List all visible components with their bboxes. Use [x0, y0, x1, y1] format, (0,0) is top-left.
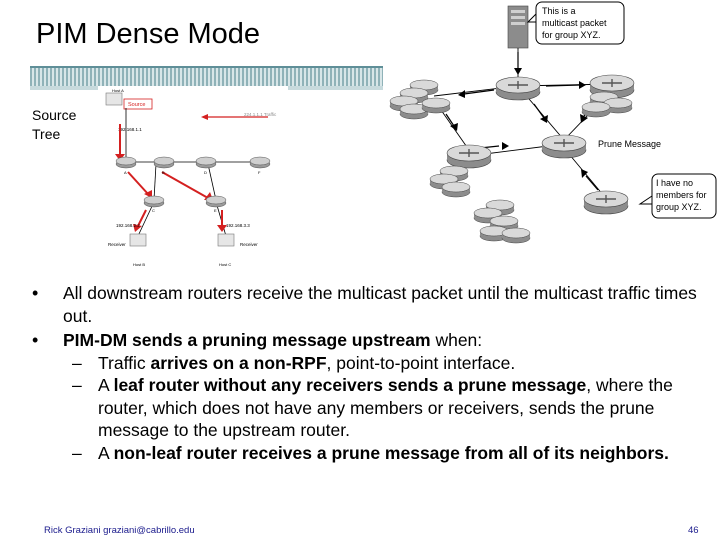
flow-arrowhead-2	[144, 190, 152, 198]
sub-bullet-2-c: , where the router, which does not have …	[98, 375, 673, 440]
prune-diagram: This is a multicast packet for group XYZ…	[389, 1, 717, 244]
sub-bullet-1-b: arrives on a non-RPF	[150, 352, 327, 373]
flow-arrow-4	[137, 209, 147, 227]
link-router-c	[153, 163, 157, 201]
sub-bullet-1-c: , point-to-point interface.	[326, 352, 516, 373]
host-c-label: Host C	[219, 262, 231, 267]
router-lower-left-icon	[446, 144, 492, 169]
bullet-2: • PIM-DM sends a pruning message upstrea…	[30, 329, 700, 352]
sub-bullet-1: – Traffic arrives on a non-RPF, point-to…	[30, 352, 700, 375]
router-d-icon	[195, 156, 217, 169]
multicast-packet-callout	[526, 1, 625, 45]
router-f-icon	[249, 156, 271, 169]
bullet-list: • All downstream routers receive the mul…	[30, 282, 700, 464]
router-f-label: F	[258, 170, 261, 175]
router-e-label: E	[214, 208, 217, 213]
sub-bullet-dash: –	[72, 375, 82, 395]
flow-arrow-2	[127, 171, 149, 195]
source-tree-label-line1: Source	[32, 107, 77, 123]
sub-bullet-dash: –	[72, 352, 82, 373]
callout-top-line1: This is a	[542, 6, 576, 16]
router-cluster-lower-left-icon	[429, 165, 471, 198]
sub-bullet-3: – A non-leaf router receives a prune mes…	[30, 442, 700, 465]
flow-arrowhead-4	[133, 224, 142, 232]
bullet-dot: •	[32, 283, 39, 303]
router-c-icon	[143, 195, 165, 208]
bullet-2-bold: PIM-DM sends a pruning message upstream	[63, 330, 431, 350]
router-cluster-bottom-icon	[473, 199, 531, 244]
source-tree-diagram: Host A Source 224.1.1.1 Traffic 192.168.…	[98, 86, 288, 270]
sub-bullet-2-a: A	[98, 375, 114, 395]
source-address-label: 192.168.1.1	[118, 127, 142, 132]
callout-right-line2: members for	[656, 190, 707, 200]
slide-title: PIM Dense Mode	[36, 18, 261, 50]
sub-bullet-3-a: A	[98, 442, 114, 463]
source-box	[123, 98, 153, 110]
router-a-label: A	[124, 170, 127, 175]
router-c-label: C	[152, 208, 155, 213]
bullet-1-text: All downstream routers receive the multi…	[63, 283, 697, 326]
sub-bullet-2: – A leaf router without any receivers se…	[30, 374, 700, 442]
callout-right-line1: I have no	[656, 178, 693, 188]
flow-arrow-3	[161, 171, 209, 199]
flow-arrowhead-5	[217, 225, 227, 232]
link-host-b	[137, 201, 155, 237]
title-stripe	[30, 68, 383, 86]
link-router-e	[207, 163, 217, 201]
host-a-monitor-icon	[105, 92, 123, 106]
callout-top-line3: for group XYZ.	[542, 30, 601, 40]
router-leaf-icon	[583, 190, 629, 215]
prune-arrowheads	[502, 142, 588, 178]
router-core-icon	[495, 76, 541, 101]
flow-arrowhead-1	[115, 154, 125, 161]
source-pointer-arrowhead	[201, 114, 208, 120]
sub-bullet-1-a: Traffic	[98, 352, 151, 373]
group-label: 224.1.1.1 Traffic	[244, 112, 277, 117]
bullet-dot: •	[32, 330, 39, 350]
router-a-icon	[115, 156, 137, 169]
router-center-icon	[541, 134, 587, 159]
host-a-label: Host A	[112, 88, 124, 93]
footer-author: Rick Graziani graziani@cabrillo.edu	[44, 525, 195, 536]
host-b-monitor-icon	[129, 233, 147, 247]
host-c-monitor-icon	[217, 233, 235, 247]
router-d-label: D	[204, 170, 207, 175]
no-members-callout	[638, 173, 717, 219]
source-tree-label: Source Tree	[32, 106, 76, 144]
sub-bullet-3-b: non-leaf router receives a prune message…	[113, 442, 669, 463]
sub-bullet-dash: –	[72, 442, 82, 463]
bullet-1: • All downstream routers receive the mul…	[30, 282, 700, 327]
callout-right-line3: group XYZ.	[656, 202, 702, 212]
multicast-source-server-icon	[507, 5, 529, 49]
host-b-label: Host B	[133, 262, 145, 267]
right-address-label: 192.168.3.3	[226, 223, 250, 228]
source-label: Source	[128, 102, 145, 108]
title-stripe-edge	[30, 66, 383, 69]
router-b-label: B	[162, 170, 165, 175]
receiver-right-label: Receiver	[240, 242, 258, 247]
flow-arrowheads	[450, 68, 588, 131]
source-tree-label-line2: Tree	[32, 126, 61, 142]
left-address-label: 192.168.2.2	[116, 223, 140, 228]
sub-bullet-2-b: leaf router without any receivers sends …	[113, 375, 587, 395]
page-number: 46	[688, 525, 699, 536]
router-cluster-left-icon	[389, 79, 451, 120]
bullet-2-rest: when:	[430, 330, 483, 350]
prune-message-label: Prune Message	[598, 139, 661, 149]
receiver-left-label: Receiver	[108, 242, 126, 247]
router-b-icon	[153, 156, 175, 169]
router-e-icon	[205, 195, 227, 208]
callout-top-line2: multicast packet	[542, 18, 607, 28]
